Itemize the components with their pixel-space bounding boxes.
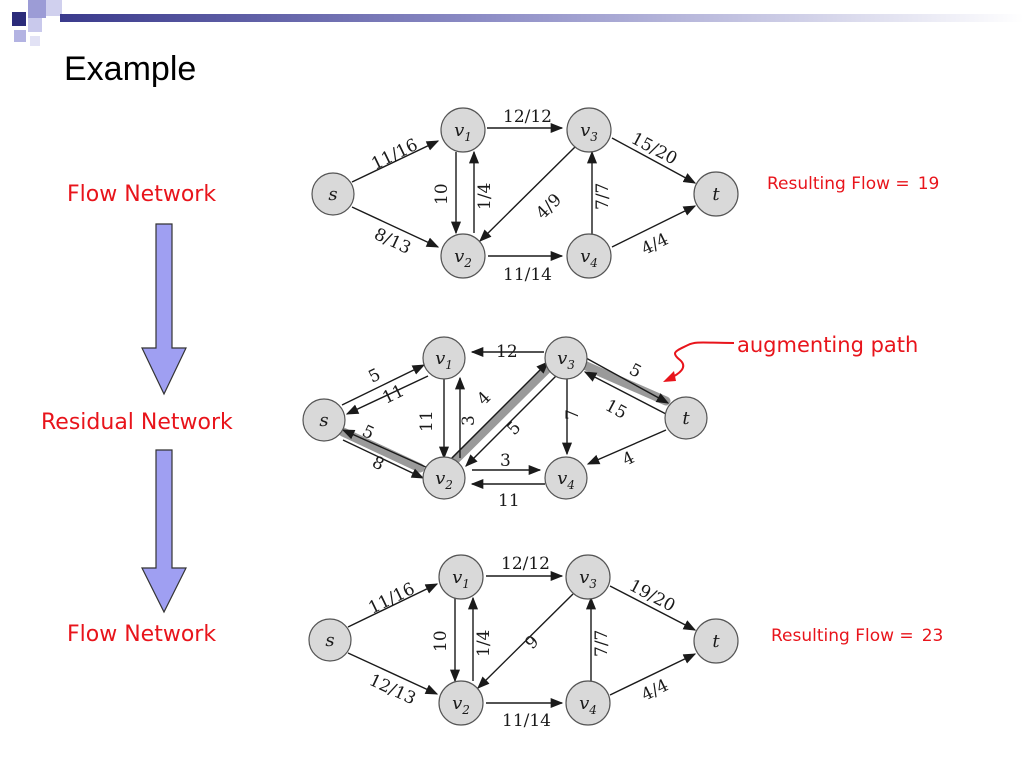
g2-node-v3 (544, 336, 588, 380)
g1-node-v3 (566, 107, 612, 153)
augmenting-path-label: augmenting path (737, 333, 918, 357)
flow-network-label-top: Flow Network (67, 182, 217, 207)
g2-node-v2 (422, 456, 466, 500)
g3-node-v3 (565, 554, 611, 600)
g3-node-v1 (438, 554, 484, 600)
down-arrow-1 (141, 223, 187, 396)
g2-edge-v4-v2: 11 (498, 491, 520, 511)
g3-label-t: t (712, 631, 720, 652)
resulting-flow-bottom: Resulting Flow = 23 (771, 626, 943, 646)
g3-edge-v1-v2: 10 (431, 630, 451, 652)
g1-node-v2 (440, 233, 486, 279)
g3-edge-v3-t: 19/20 (626, 576, 679, 617)
g2-edge-v3-v4: 7 (563, 409, 583, 420)
g1-edge-v4-v3: 7/7 (593, 183, 613, 210)
g1-label-t: t (712, 184, 720, 205)
g2-node-t (664, 396, 708, 440)
g1-node-t (693, 171, 739, 217)
g1-node-v1 (440, 107, 486, 153)
g3-edge-v2-v4: 11/14 (502, 711, 551, 731)
g1-node-s (311, 172, 355, 216)
g1-edge-v2-v1: 1/4 (475, 183, 495, 210)
resulting-flow-bottom-value: 23 (921, 626, 944, 646)
resulting-flow-top: Resulting Flow = 19 (767, 174, 939, 194)
g2-edge-v2-v4: 3 (500, 451, 511, 471)
g3-edge-v4-v3: 7/7 (592, 630, 612, 657)
resulting-flow-top-text: Resulting Flow = (767, 174, 910, 194)
resulting-flow-bottom-text: Resulting Flow = (771, 626, 914, 646)
resulting-flow-top-value: 19 (917, 174, 940, 194)
g3-edge-v1-v3: 12/12 (501, 554, 550, 574)
g2-edge-v1-v2: 11 (417, 410, 437, 432)
g3-node-v2 (438, 680, 484, 726)
flow-network-label-bottom: Flow Network (67, 622, 217, 647)
g2-label-t: t (682, 408, 690, 429)
g1-label-s: s (328, 184, 337, 205)
g3-edge-v3-v2: 9 (521, 632, 543, 654)
g2-node-v4 (544, 456, 588, 500)
g2-edge-v2-v1: 3 (459, 415, 479, 426)
g2-label-s: s (319, 410, 328, 431)
g3-edge-v2-v1: 1/4 (474, 630, 494, 657)
g3-node-s (308, 618, 352, 662)
down-arrow-2 (141, 449, 187, 614)
slide-title: Example (64, 50, 197, 88)
g3-edge-s-v2: 12/13 (366, 670, 419, 709)
g3-edge-v4-t: 4/4 (638, 676, 671, 706)
g3-node-v4 (565, 680, 611, 726)
g3-node-t (693, 618, 739, 664)
slide-logo (12, 0, 62, 46)
g2-node-v1 (422, 336, 466, 380)
augmenting-path-pointer (667, 341, 735, 380)
title-bar-stripe (60, 14, 1024, 22)
g3-edge-s-v1: 11/16 (365, 579, 418, 618)
g1-edge-v2-v4: 11/14 (503, 265, 552, 285)
g2-edge-v3-v1: 12 (496, 342, 518, 362)
g3-label-s: s (325, 630, 334, 651)
residual-network-label: Residual Network (41, 410, 233, 435)
g2-node-s (302, 398, 346, 442)
augmenting-path-arrowhead (663, 371, 676, 382)
g1-node-v4 (566, 233, 612, 279)
g1-edge-v1-v3: 12/12 (503, 107, 552, 127)
g1-edge-v1-v2: 10 (432, 183, 452, 205)
